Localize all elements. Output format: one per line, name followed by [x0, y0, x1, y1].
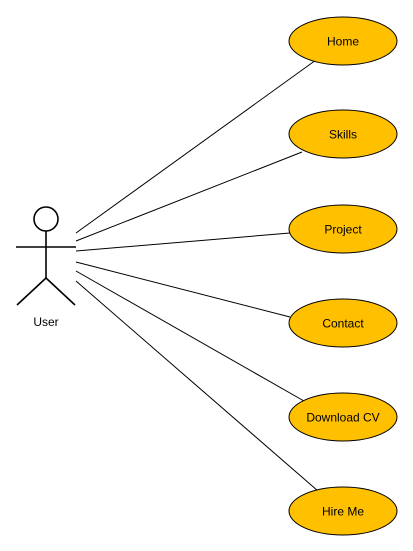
- use-case-ellipse: [288, 204, 398, 254]
- actor-right-leg: [45, 277, 76, 306]
- use-case-ellipse: [288, 298, 398, 348]
- actor-left-leg: [16, 277, 47, 306]
- use-case-ellipse: [288, 109, 398, 159]
- actor-head: [33, 206, 59, 232]
- associations: [75, 59, 319, 492]
- association-skills: [75, 151, 303, 242]
- use-case-ellipse: [288, 392, 398, 442]
- use-case-label: Project: [324, 223, 362, 237]
- use-case-home: Home: [288, 16, 398, 66]
- use-case-download-cv: Download CV: [288, 392, 398, 442]
- association-download-cv: [75, 270, 305, 402]
- association-hire-me: [75, 280, 319, 492]
- use-case-label: Skills: [329, 128, 357, 142]
- actor-user: User: [16, 206, 76, 329]
- use-case-label: Download CV: [306, 411, 379, 425]
- use-case-project: Project: [288, 204, 398, 254]
- use-case-skills: Skills: [288, 109, 398, 159]
- use-case-ellipse: [288, 16, 398, 66]
- actor-label: User: [33, 315, 58, 329]
- use-case-contact: Contact: [288, 298, 398, 348]
- use-case-hire-me: Hire Me: [288, 486, 398, 536]
- use-case-ellipse: [288, 486, 398, 536]
- association-contact: [75, 261, 291, 318]
- use-case-label: Contact: [322, 317, 364, 331]
- association-home: [75, 59, 317, 234]
- use-case-label: Home: [327, 35, 359, 49]
- use-case-label: Hire Me: [322, 505, 364, 519]
- association-project: [75, 232, 291, 252]
